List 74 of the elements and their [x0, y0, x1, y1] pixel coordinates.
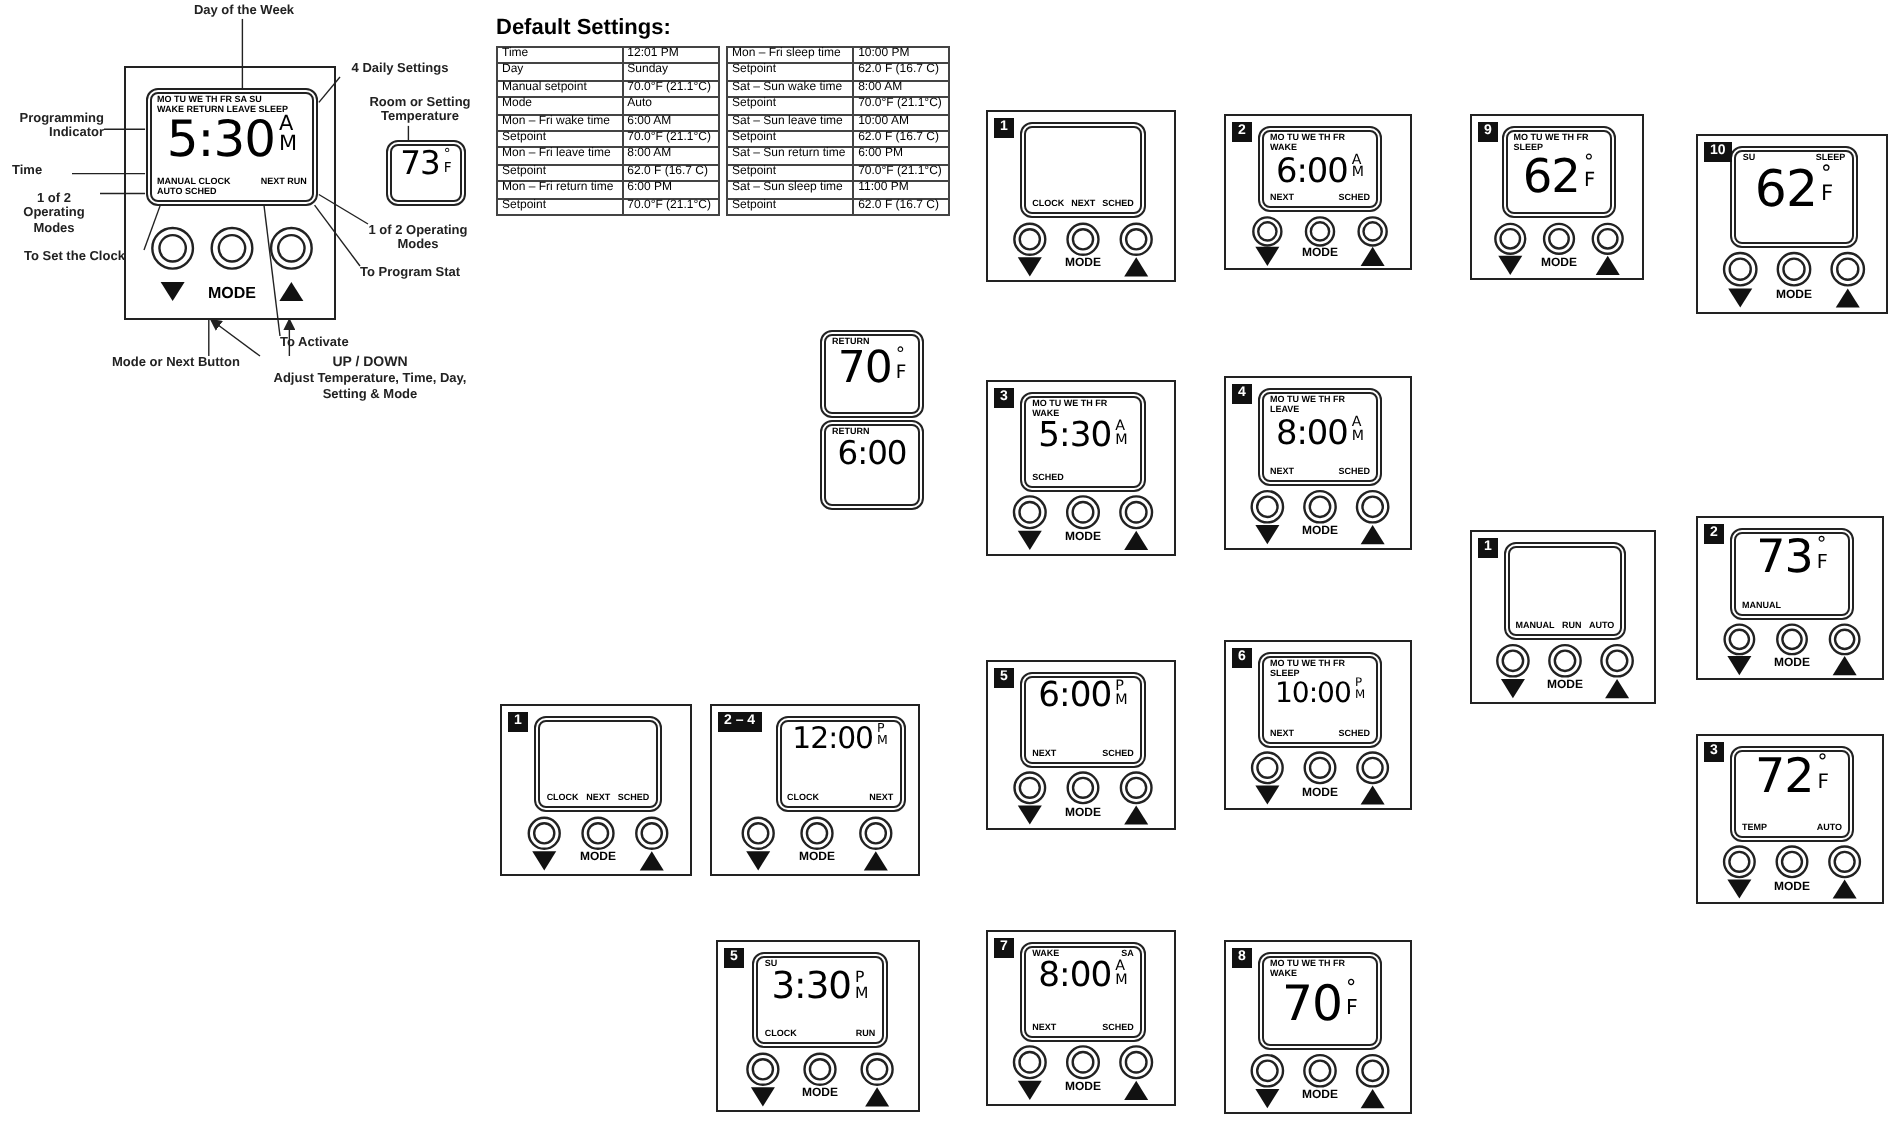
thermostat-panel [1224, 114, 1412, 270]
thermostat-panel [1696, 134, 1888, 314]
lcd-screen [1501, 125, 1617, 219]
thermostat-panel [1224, 376, 1412, 550]
thermostat-panel [124, 66, 336, 320]
lcd-screen [820, 330, 924, 418]
display-digits: 10:00 [1274, 679, 1351, 709]
display-digits: 70 [837, 347, 892, 392]
lcd-screen [1020, 392, 1146, 492]
display-digits: 73 [1756, 535, 1813, 582]
thermostat-panel [710, 704, 920, 876]
display-digits: 62 [1754, 164, 1817, 216]
lcd-screen [820, 420, 924, 510]
display-digits: 62 [1522, 153, 1580, 201]
display-digits: 6:00 [837, 437, 907, 471]
lcd-screen [1729, 746, 1854, 842]
lcd-screen [752, 952, 888, 1049]
leader-line [99, 192, 146, 195]
thermostat-panel [1470, 114, 1644, 280]
leader-line [103, 128, 146, 130]
lcd-screen [1020, 942, 1146, 1042]
unit-label: AM [279, 116, 298, 156]
lcd-screen [775, 716, 906, 813]
mode-label: MODE [208, 283, 256, 302]
lcd-screen [534, 716, 662, 813]
thermostat-panel [1470, 530, 1656, 704]
table-heading: Default Settings: [496, 16, 671, 40]
display-digits: 70 [1282, 980, 1343, 1029]
display-digits: 3:30 [771, 970, 852, 1008]
unit-label: °F [1817, 754, 1829, 793]
lcd-screen [1020, 672, 1146, 768]
leader-line [318, 76, 341, 104]
thermostat-panel [1696, 734, 1884, 904]
lcd-screen [386, 140, 466, 206]
thermostat-panel [986, 110, 1176, 282]
leader-line [241, 18, 244, 89]
thermostat-panel [986, 380, 1176, 556]
unit-label: °F [1346, 980, 1358, 1020]
lcd-screen [1503, 542, 1627, 640]
unit-label: °F [1583, 153, 1596, 191]
lcd-screen [1729, 527, 1854, 620]
display-digits: 6:00 [1275, 153, 1348, 187]
lcd-screen [1730, 146, 1858, 248]
unit-label: °F [1816, 535, 1828, 573]
leader-line [313, 204, 361, 267]
unit-label: °F [895, 347, 907, 383]
display-digits: 5:30 [166, 116, 275, 166]
thermostat-panel [500, 704, 692, 876]
thermostat-panel [986, 930, 1176, 1106]
lcd-screen [1020, 122, 1146, 219]
display-digits: 72 [1754, 754, 1814, 802]
display-digits: 12:00 [792, 724, 874, 755]
thermostat-panel [1224, 640, 1412, 810]
display-digits: 73 [400, 148, 440, 181]
thermostat-panel [986, 660, 1176, 830]
lcd-screen [145, 88, 319, 206]
display-digits: 8:00 [1275, 416, 1348, 450]
lcd-screen [1257, 388, 1382, 486]
lcd-screen [1257, 125, 1382, 213]
leader-line [209, 318, 261, 357]
leader-line [318, 193, 369, 225]
thermostat-panel [1224, 940, 1412, 1114]
display-digits: 8:00 [1038, 960, 1112, 995]
leader-line [263, 204, 281, 337]
leader-line [143, 204, 161, 251]
leader-line [71, 172, 146, 175]
leader-line [208, 319, 210, 357]
display-digits: 5:30 [1038, 420, 1112, 455]
display-digits: 6:00 [1038, 680, 1112, 715]
thermostat-panel [1696, 516, 1884, 680]
thermostat-panel [716, 940, 920, 1112]
unit-label: °F [1820, 164, 1834, 205]
lcd-screen [1257, 652, 1382, 748]
lcd-screen [1257, 952, 1382, 1050]
